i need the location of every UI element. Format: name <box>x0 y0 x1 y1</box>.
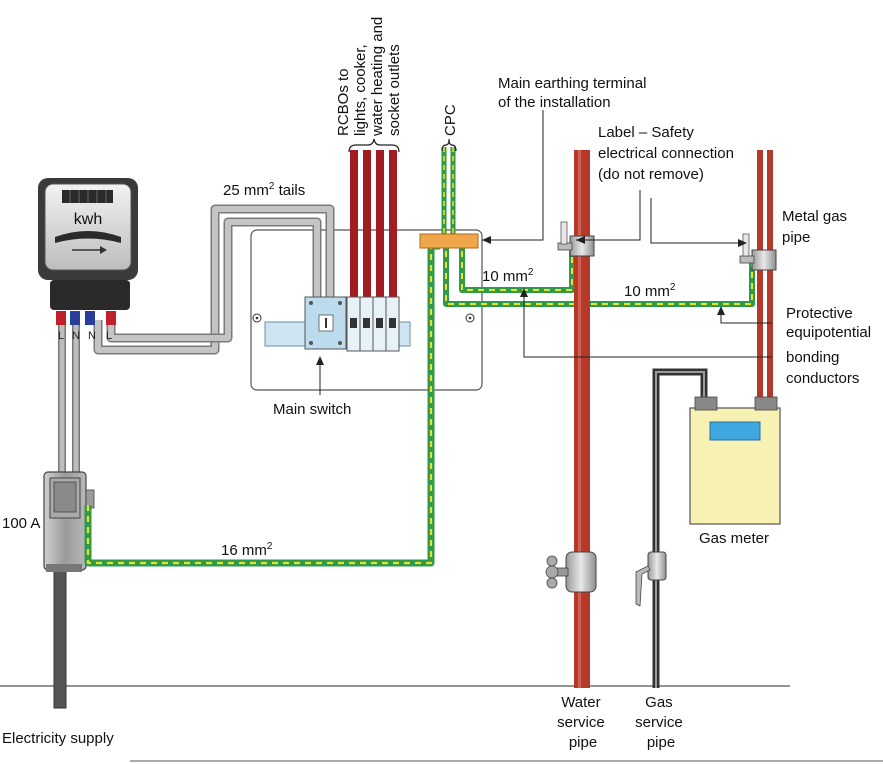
supply-cable <box>53 567 67 709</box>
gas-bonding-conductor <box>443 240 755 307</box>
rcbo-row <box>346 296 400 352</box>
protective-equipotential-label: Protective equipotential <box>786 305 871 341</box>
electricity-meter: kwh L N N L <box>38 178 138 342</box>
main-switch <box>304 296 347 350</box>
meter-terminal-l1: L <box>58 330 64 342</box>
gas-meter-window <box>709 421 761 441</box>
pointer-lines <box>319 110 772 395</box>
service-cables <box>58 320 80 475</box>
rcbo-cables <box>350 150 397 300</box>
cpc-brace <box>441 138 457 152</box>
pointer-arrowheads <box>316 236 747 365</box>
main-switch-label: Main switch <box>273 401 351 418</box>
meter-display <box>62 190 113 203</box>
rcbo-brace <box>348 138 400 153</box>
metal-gas-pipe <box>757 150 773 400</box>
tails-label: 25 mm2 tails <box>223 181 305 199</box>
water-bonding-clamp <box>557 221 595 257</box>
cpc-label: CPC <box>442 104 459 136</box>
metal-gas-pipe-label: Metal gas pipe <box>782 208 851 246</box>
service-cutout <box>43 471 95 572</box>
water-bonding-conductor <box>459 240 575 293</box>
electricity-supply-label: Electricity supply <box>2 730 114 747</box>
gas-bond-size-label: 10 mm2 <box>624 282 676 300</box>
gas-meter <box>689 396 781 525</box>
gas-bonding-clamp <box>739 233 777 271</box>
meter-terminal-n1: N <box>72 330 80 342</box>
water-service-pipe <box>574 150 590 688</box>
gas-service-valve <box>635 551 667 607</box>
consumer-unit-screw-right <box>465 313 475 323</box>
meter-unit-label: kwh <box>74 211 102 228</box>
main-earthing-terminal-label: Main earthing terminal of the installati… <box>498 75 651 111</box>
meter-dial <box>55 231 121 243</box>
water-service-pipe-label: Water service pipe <box>557 694 609 751</box>
safety-label: Label – Safety electrical connection (do… <box>598 124 738 183</box>
rcbo-label: RCBOs to lights, cooker, water heating a… <box>335 13 403 137</box>
meter-terminal-base <box>50 280 130 310</box>
bonding-conductors-label: bonding conductors <box>786 349 859 387</box>
meter-terminal-l2: L <box>106 330 112 342</box>
consumer-unit-screw-left <box>252 313 262 323</box>
earth-conductor-size-label: 16 mm2 <box>221 541 273 559</box>
water-stopcock <box>545 551 597 593</box>
meter-terminal-n2: N <box>88 330 96 342</box>
cpc-conductors <box>441 147 456 236</box>
main-earthing-terminal <box>419 233 479 249</box>
meter-tails <box>93 204 335 355</box>
gas-service-pipe-label: Gas service pipe <box>635 694 687 751</box>
water-bond-size-label: 10 mm2 <box>482 267 534 285</box>
cutout-rating-label: 100 A <box>2 515 40 532</box>
gas-service-pipe <box>652 368 708 688</box>
gas-meter-label: Gas meter <box>699 530 769 547</box>
